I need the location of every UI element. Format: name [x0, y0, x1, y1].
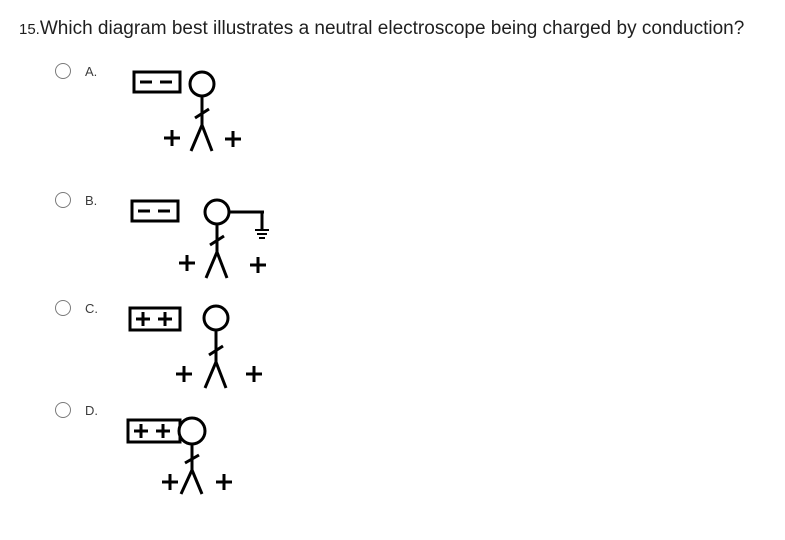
diagram-option-a	[132, 70, 241, 152]
question-number: 15.	[19, 21, 40, 38]
option-a-label: A.	[85, 64, 98, 79]
option-b[interactable]: B.	[52, 192, 312, 292]
question-text: Which diagram best illustrates a neutral…	[39, 18, 745, 39]
diagram-option-b	[130, 198, 269, 279]
radio-option-d[interactable]	[55, 402, 71, 418]
option-a[interactable]: A.	[52, 63, 312, 163]
option-c[interactable]: C.	[52, 300, 312, 400]
radio-option-b[interactable]	[55, 192, 71, 208]
option-d[interactable]: D.	[52, 402, 312, 502]
option-d-label: D.	[85, 403, 98, 418]
option-b-label: B.	[85, 193, 98, 208]
diagram-option-d	[126, 416, 232, 495]
option-c-label: C.	[85, 301, 98, 316]
diagram-option-c	[128, 304, 262, 389]
radio-option-c[interactable]	[55, 300, 71, 316]
radio-option-a[interactable]	[55, 63, 71, 79]
question-heading: 15.Which diagram best illustrates a neut…	[19, 18, 744, 40]
